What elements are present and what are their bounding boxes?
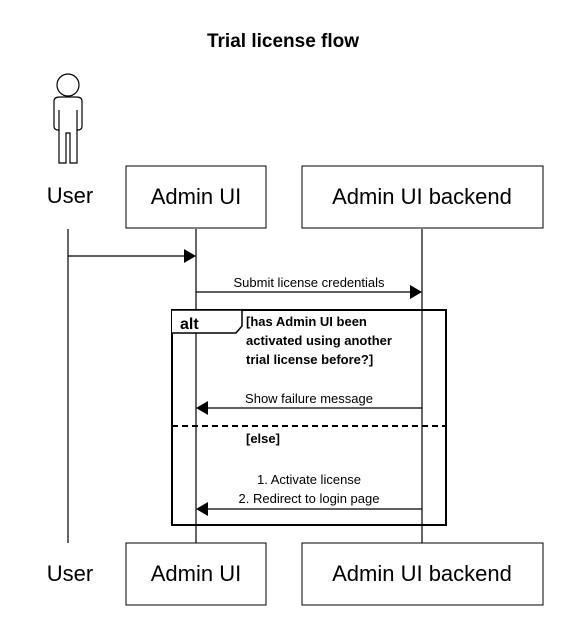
alt-guard-line-2: activated using another (246, 333, 392, 348)
message-label-activate-license: 1. Activate license (257, 472, 361, 487)
stick-figure-icon (53, 73, 83, 164)
message-label-submit-credentials: Submit license credentials (233, 275, 385, 290)
participant-backend-bottom-box (301, 542, 544, 606)
participant-admin-ui-top-box (125, 165, 267, 229)
alt-guard-line-1: [has Admin UI been (246, 314, 367, 329)
participant-admin-ui-top-label: Admin UI (151, 184, 241, 209)
alt-fragment-tab (172, 309, 243, 334)
alt-guard-line-3: trial license before?] (246, 352, 373, 367)
participant-user-bottom: User (47, 561, 93, 586)
participant-admin-ui-bottom-box (125, 542, 267, 606)
participant-admin-ui-bottom-label: Admin UI (151, 561, 241, 586)
alt-fragment-frame (171, 309, 447, 526)
diagram-title: Trial license flow (207, 31, 359, 52)
message-label-show-failure: Show failure message (245, 391, 373, 406)
participant-backend-bottom-label: Admin UI backend (332, 561, 512, 586)
participant-backend-top-box (301, 165, 544, 229)
alt-else-guard: [else] (246, 431, 280, 446)
participant-backend-top-label: Admin UI backend (332, 184, 512, 209)
alt-operator-label: alt (180, 316, 199, 333)
message-label-redirect-login: 2. Redirect to login page (239, 491, 380, 506)
participant-user-top: User (47, 183, 93, 208)
